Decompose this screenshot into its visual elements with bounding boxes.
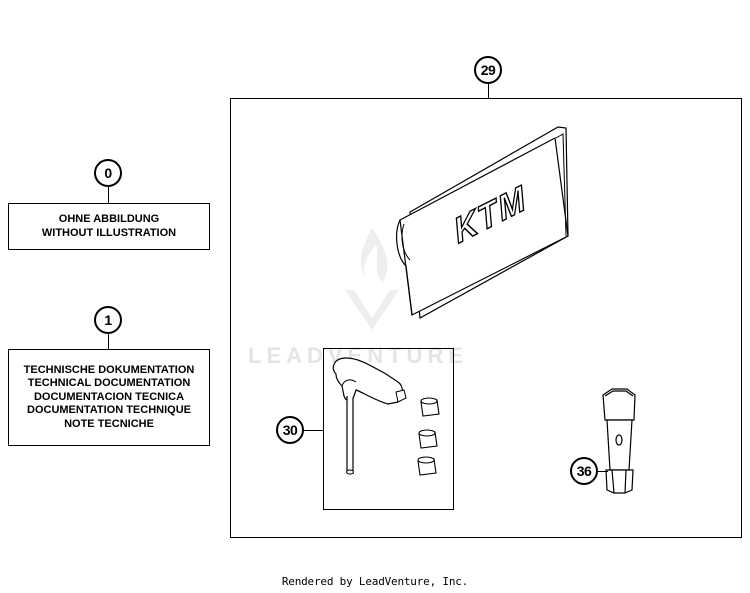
leader-line-30 xyxy=(304,430,323,431)
without-illustration-line-2: WITHOUT ILLUSTRATION xyxy=(41,226,177,239)
leader-line-36 xyxy=(598,471,608,472)
callout-29: 29 xyxy=(474,56,502,84)
doc-line-3: DOCUMENTACION TECNICA xyxy=(33,390,185,403)
hex-key-set-box xyxy=(323,348,454,510)
callout-0: 0 xyxy=(94,159,122,187)
doc-line-5: NOTE TECNICHE xyxy=(64,417,154,430)
leader-line-29 xyxy=(488,84,489,98)
without-illustration-line-1: OHNE ABBILDUNG xyxy=(58,213,160,225)
callout-36: 36 xyxy=(570,457,598,485)
footer-credit: Rendered by LeadVenture, Inc. xyxy=(281,575,469,588)
doc-line-2: TECHNICAL DOCUMENTATION xyxy=(27,377,191,390)
callout-1: 1 xyxy=(94,306,122,334)
leader-line-1 xyxy=(108,334,109,349)
callout-30: 30 xyxy=(276,416,304,444)
without-illustration-box: OHNE ABBILDUNG WITHOUT ILLUSTRATION xyxy=(8,203,210,250)
tool-kit-frame xyxy=(230,98,742,538)
doc-line-1: TECHNISCHE DOKUMENTATION xyxy=(23,363,195,376)
doc-line-4: DOCUMENTATION TECHNIQUE xyxy=(27,404,191,417)
leader-line-0 xyxy=(108,187,109,203)
technical-documentation-box: TECHNISCHE DOKUMENTATION TECHNICAL DOCUM… xyxy=(8,349,210,446)
